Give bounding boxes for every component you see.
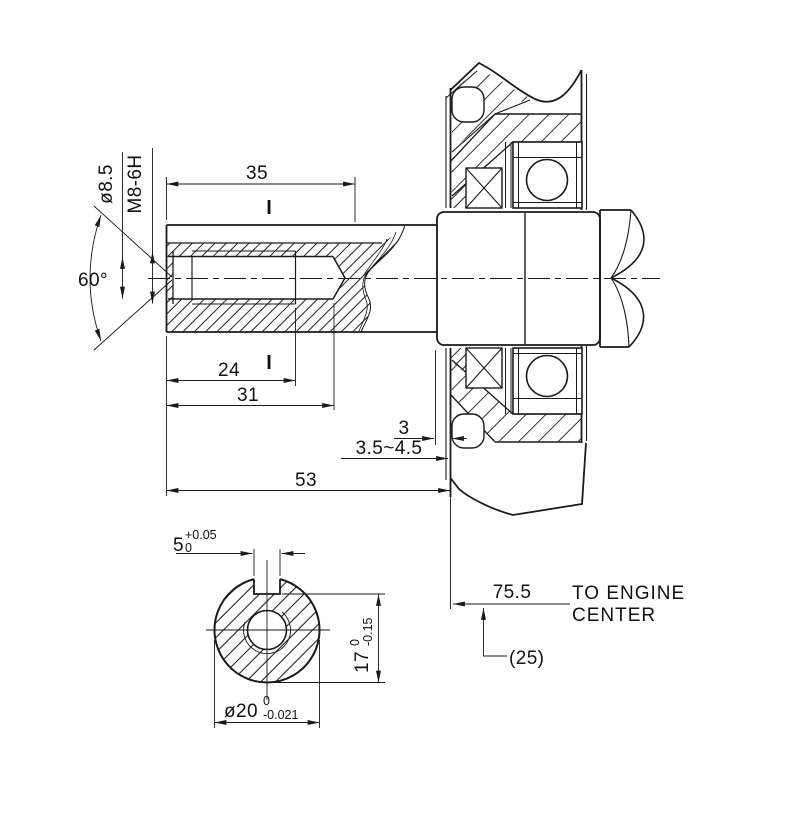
dim-text-24: 24 [218, 360, 240, 381]
dim-text-31: 31 [237, 385, 259, 406]
seal-xbox-bottom [465, 347, 503, 389]
oil-seal-top [451, 86, 485, 123]
dim-outer-dia [214, 640, 320, 728]
shaft-side-view [148, 209, 660, 348]
dim-drill-depth [166, 303, 335, 410]
dim-countersink-angle [89, 205, 173, 351]
block-bottom [445, 346, 588, 516]
label-countersink-dia: ø8.5 [96, 164, 117, 204]
keyway-width-tol-lower: 0 [185, 541, 192, 555]
dim-collar-gap [394, 350, 467, 445]
dim-text-60deg: 60° [78, 270, 108, 291]
dim-thread-depth [166, 308, 296, 386]
thread-major-arc [243, 611, 291, 655]
block-top [445, 61, 588, 210]
outer-dia-tol-upper: 0 [263, 694, 270, 708]
dim-text-53: 53 [295, 470, 317, 491]
outer-dia-tol-lower: -0.021 [263, 708, 298, 722]
dim-shaft-length [166, 336, 451, 609]
dim-text-keyway-width: 5 [173, 535, 184, 556]
tapped-hole [168, 250, 346, 305]
oil-seal-bottom [451, 413, 485, 449]
dim-key-height-text: 17 0 -0.15 [348, 617, 375, 673]
seal-xbox-top [465, 167, 503, 209]
key-height-tol-lower: -0.15 [361, 617, 375, 646]
drill-point [332, 256, 346, 300]
section-mark-bottom: I [266, 352, 272, 374]
label-thread-spec: M8-6H [125, 154, 146, 213]
note-to-engine: TO ENGINE [572, 583, 685, 604]
bearing-top [512, 141, 583, 209]
dim-text-25-ref: (25) [509, 648, 544, 669]
keyway-width-tol-upper: +0.05 [185, 528, 217, 542]
dim-text-outer-dia: ø20 [224, 701, 258, 722]
shaft-end-break [599, 209, 645, 348]
wall-hatch-top [450, 114, 581, 196]
break-line [358, 224, 406, 333]
dim-text-key-height: 17 [352, 651, 373, 673]
section-mark-top: I [266, 197, 272, 219]
dimensions-side [89, 148, 570, 657]
hatch-wedge-top [450, 182, 466, 208]
bearing-bottom [512, 347, 583, 415]
note-center: CENTER [572, 605, 656, 626]
key-height-tol-upper: 0 [348, 639, 362, 646]
bearing-ball-top [525, 158, 569, 202]
dim-text-seal-clearance: 3.5~4.5 [356, 438, 423, 459]
end-view-hatch [215, 578, 319, 682]
hatch-wedge-bottom [450, 348, 466, 374]
dim-key-height [272, 593, 385, 683]
dim-text-75-5: 75.5 [493, 582, 532, 603]
bearing-ball-bottom [525, 354, 569, 398]
dim-reference-leader [481, 608, 507, 657]
dim-text-35: 35 [246, 163, 268, 184]
casting-outline-bottom [449, 442, 587, 516]
dim-text-3: 3 [399, 418, 410, 439]
dim-keyway-width [176, 549, 305, 576]
section-hatch [166, 225, 407, 332]
dim-keyway-length [166, 177, 356, 222]
dimensions-end [176, 549, 385, 728]
shaft-end-view [206, 560, 330, 700]
